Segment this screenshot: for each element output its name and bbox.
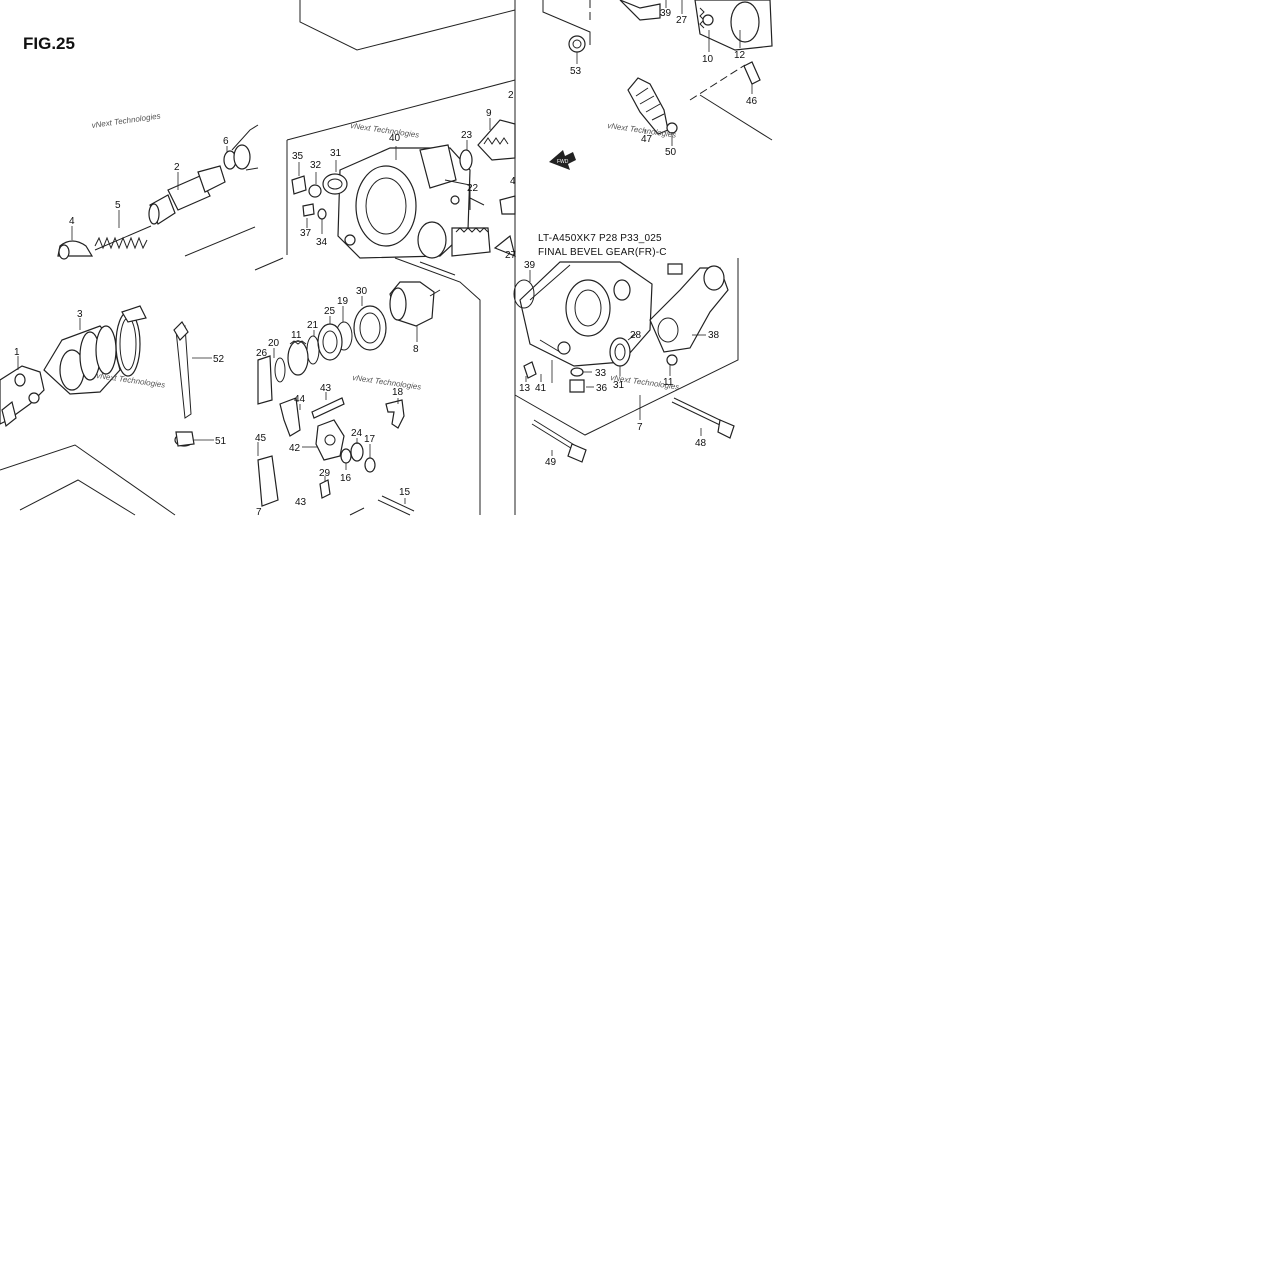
- fwd-arrow-icon: FWD: [549, 150, 576, 170]
- middle-shaft-assembly: [257, 281, 441, 516]
- part-number: 38: [708, 330, 720, 341]
- part-number: 22: [467, 183, 479, 194]
- part-number: 48: [695, 438, 707, 449]
- part-number: 17: [364, 434, 376, 445]
- panel-frames: [0, 0, 773, 516]
- part-number: 31: [330, 148, 342, 159]
- part-number-labels: 1 2 3 4 5 6 7 8 9 10 11 11 12 13 15 16 1…: [14, 8, 758, 518]
- part-number: 7: [637, 422, 643, 433]
- part-number: 18: [392, 387, 404, 398]
- part-number: 13: [519, 383, 531, 394]
- final-bevel-gear-housing: [513, 261, 735, 463]
- part-number: 31: [613, 380, 625, 391]
- part-number: 4: [69, 216, 75, 227]
- part-number: 46: [746, 96, 758, 107]
- part-number: 28: [630, 330, 642, 341]
- part-number: 52: [213, 354, 225, 365]
- part-number: 7: [256, 507, 262, 518]
- part-number: 40: [389, 133, 401, 144]
- part-number: 10: [702, 54, 714, 65]
- watermark: vNext Technologies: [352, 373, 422, 392]
- watermark: vNext Technologies: [91, 111, 161, 130]
- part-number: 20: [268, 338, 280, 349]
- part-number: 33: [595, 368, 607, 379]
- part-number: 15: [399, 487, 411, 498]
- part-number: 32: [310, 160, 322, 171]
- part-number: 29: [319, 468, 331, 479]
- part-number: 37: [300, 228, 312, 239]
- leader-lines: [17, 0, 741, 504]
- part-number: 12: [734, 50, 746, 61]
- part-number: 4: [510, 176, 516, 187]
- part-number: 26: [256, 348, 268, 359]
- part-number: 51: [215, 436, 227, 447]
- part-number: 34: [316, 237, 328, 248]
- part-number: 45: [255, 433, 267, 444]
- top-right-parts: FWD: [549, 0, 773, 170]
- part-number: 49: [545, 457, 557, 468]
- part-number: 1: [14, 347, 20, 358]
- watermark: vNext Technologies: [350, 121, 420, 140]
- part-number: 2: [174, 162, 180, 173]
- part-number: 27: [505, 250, 517, 261]
- part-number: 11: [663, 377, 674, 388]
- diagram-code: LT-A450XK7 P28 P33_025: [538, 233, 662, 244]
- part-number: 9: [486, 108, 492, 119]
- front-housing-40: [291, 119, 516, 259]
- yoke-boot-assembly: [0, 305, 214, 447]
- part-number: 16: [340, 473, 352, 484]
- part-number: 36: [596, 383, 608, 394]
- part-number: 11: [291, 330, 302, 341]
- part-number: 21: [307, 320, 319, 331]
- part-number: 27: [676, 15, 688, 26]
- part-number: 25: [324, 306, 336, 317]
- spring-5: [94, 225, 152, 251]
- part-number: 3: [77, 309, 83, 320]
- part-number: 53: [570, 66, 582, 77]
- part-number: 35: [292, 151, 304, 162]
- fwd-arrow-label: FWD: [557, 159, 569, 165]
- part-number: 5: [115, 200, 121, 211]
- part-number: 43: [295, 497, 307, 508]
- part-number: 42: [289, 443, 301, 454]
- figure-title: FIG.25: [23, 34, 75, 53]
- part-number: 2: [508, 90, 514, 101]
- part-number: 30: [356, 286, 368, 297]
- diagram-name: FINAL BEVEL GEAR(FR)-C: [538, 247, 667, 258]
- part-number: 39: [660, 8, 672, 19]
- part-number: 23: [461, 130, 473, 141]
- part-number: 24: [351, 428, 363, 439]
- part-number: 43: [320, 383, 332, 394]
- part-number: 44: [294, 394, 306, 405]
- part-number: 50: [665, 147, 677, 158]
- part-number: 39: [524, 260, 536, 271]
- part-number: 41: [535, 383, 547, 394]
- part-number: 47: [641, 134, 653, 145]
- part-number: 6: [223, 136, 229, 147]
- part-number: 8: [413, 344, 419, 355]
- part-number: 19: [337, 296, 349, 307]
- shaft-assembly-top: [57, 124, 259, 260]
